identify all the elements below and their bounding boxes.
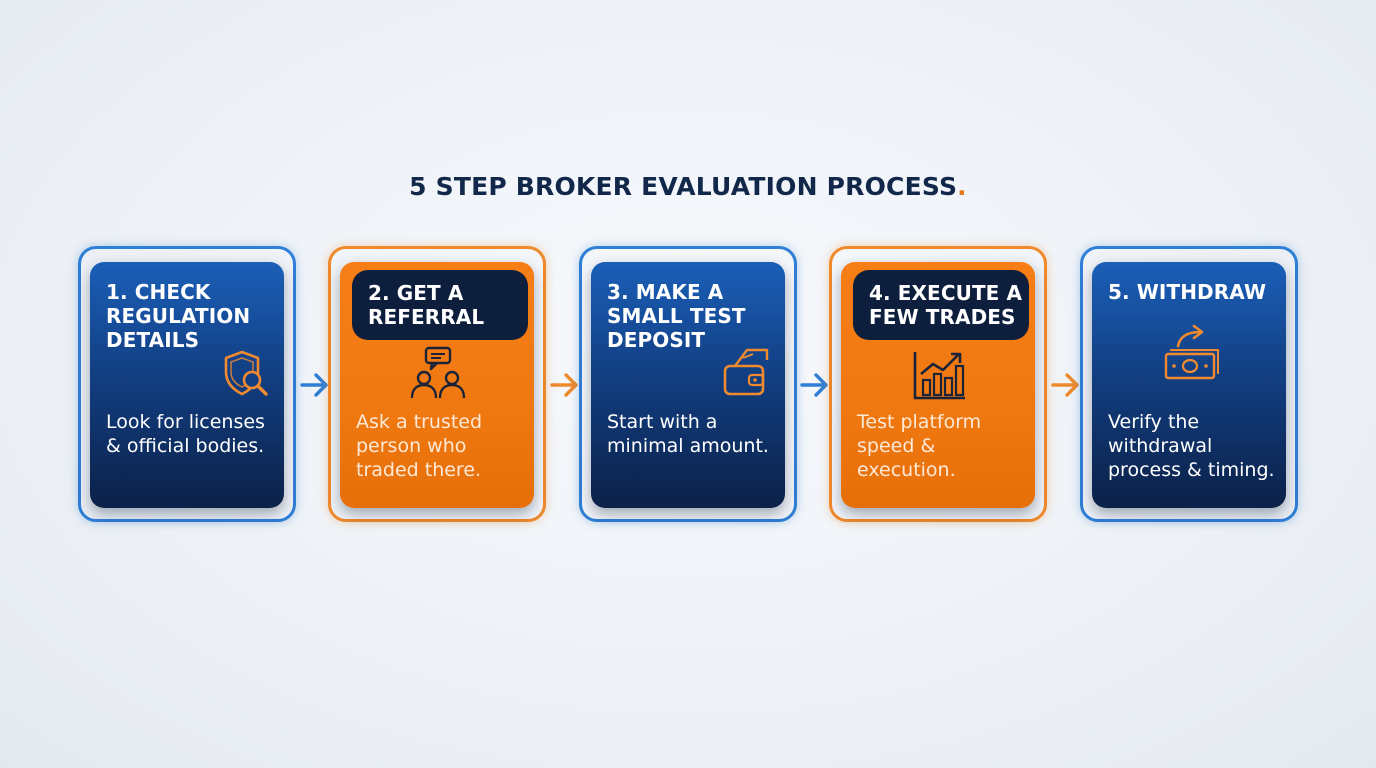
step-5-frame [1080,246,1298,522]
step-2-card: 2. GET A REFERRAL Ask a trusted person w… [340,262,534,508]
arrow-right-icon [300,373,328,397]
bar-chart-trend-icon [913,352,965,400]
diagram-title: 5 STEP BROKER EVALUATION PROCESS. [409,172,967,201]
step-5-card: 5. WITHDRAW Verify the withdrawal proces… [1092,262,1286,508]
step-5-heading: 5. WITHDRAW [1108,280,1267,304]
step-2-heading: 2. GET A REFERRAL [352,270,528,340]
step-4-frame [829,246,1047,522]
step-1-frame [78,246,296,522]
step-4-description: Test platform speed & execution. [857,411,982,481]
step-5-description: Verify the withdrawal process & timing. [1108,411,1275,481]
step-2-frame [328,246,546,522]
cash-withdraw-icon [1164,324,1219,380]
step-3-description: Start with a minimal amount. [607,411,769,457]
step-3-heading: 3. MAKE A SMALL TEST DEPOSIT [607,280,746,352]
step-2-description: Ask a trusted person who traded there. [356,411,483,481]
shield-search-icon [224,350,268,396]
step-1-description: Look for licenses & official bodies. [106,411,265,457]
arrow-right-icon [800,373,828,397]
step-3-card: 3. MAKE A SMALL TEST DEPOSIT Start with … [591,262,785,508]
step-1-heading: 1. CHECK REGULATION DETAILS [106,280,251,352]
wallet-deposit-icon [723,348,769,396]
arrow-right-icon [550,373,578,397]
people-chat-icon [410,346,466,399]
step-4-card: 4. EXECUTE A FEW TRADES Test platform sp… [841,262,1035,508]
step-4-heading: 4. EXECUTE A FEW TRADES [853,270,1029,340]
step-3-frame [579,246,797,522]
arrow-right-icon [1051,373,1079,397]
step-1-card: 1. CHECK REGULATION DETAILS Look for lic… [90,262,284,508]
